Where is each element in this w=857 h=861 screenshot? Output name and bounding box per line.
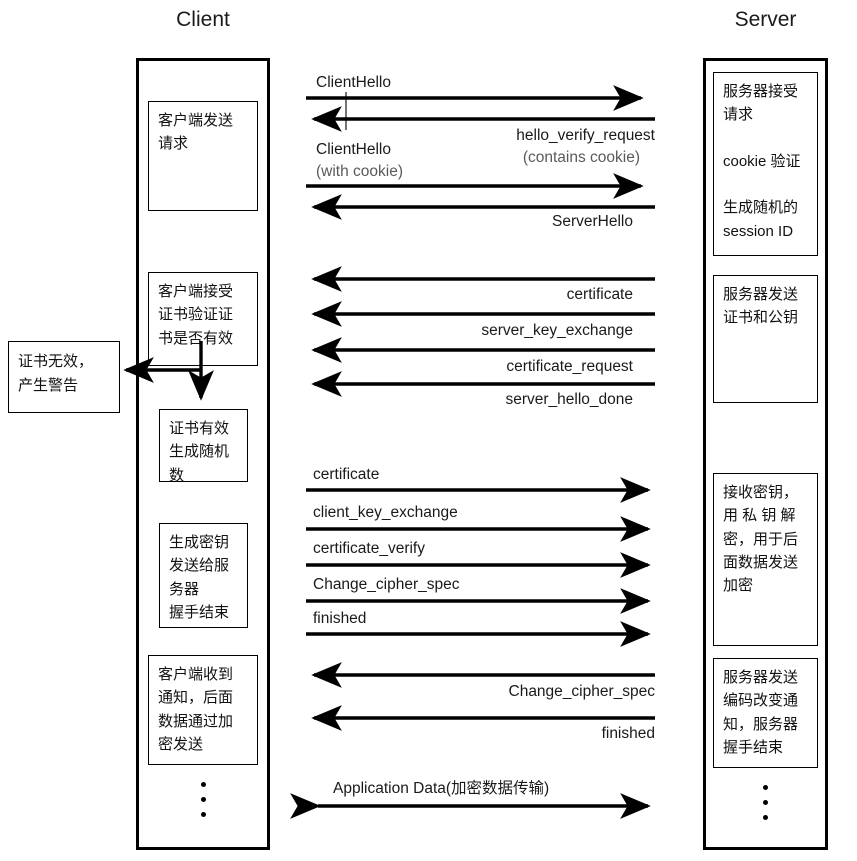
message-sublabel-contains-cookie: (contains cookie)	[522, 149, 640, 166]
message-label-serverhello: ServerHello	[552, 213, 633, 230]
message-label-server-hello-done: server_hello_done	[505, 391, 633, 408]
message-label-finished-c2s: finished	[313, 610, 367, 627]
message-label-finished-s2c: finished	[601, 725, 655, 742]
client-column-title: Client	[176, 8, 230, 31]
server-note-receive-key: 接收密钥， 用 私 钥 解 密，用于后 面数据发送 加密	[713, 473, 818, 646]
message-label-certificate-s2c: certificate	[566, 286, 633, 303]
message-label-clienthello-2: ClientHello	[316, 141, 391, 158]
message-label-certificate-c2s: certificate	[313, 466, 380, 483]
server-note-cipher-change: 服务器发送 编码改变通 知，服务器 握手结束	[713, 658, 818, 768]
message-label-certificate-request: certificate_request	[506, 358, 633, 375]
message-label-application-data: Application Data(加密数据传输)	[333, 780, 550, 797]
message-label-clienthello-1: ClientHello	[316, 74, 391, 91]
message-label-change-cipher-spec-c2s: Change_cipher_spec	[313, 576, 460, 593]
client-note-generate-key: 生成密钥 发送给服 务器 握手结束	[159, 523, 248, 628]
message-label-certificate-verify: certificate_verify	[313, 540, 425, 557]
message-sublabel-with-cookie: (with cookie)	[316, 163, 403, 180]
message-label-client-key-exchange: client_key_exchange	[313, 504, 458, 521]
message-label-hello-verify-request: hello_verify_request	[516, 127, 655, 144]
client-note-received-notice: 客户端收到 通知，后面 数据通过加 密发送	[148, 655, 258, 765]
message-label-change-cipher-spec-s2c: Change_cipher_spec	[508, 683, 656, 700]
server-note-accept-request: 服务器接受 请求 cookie 验证 生成随机的 session ID	[713, 72, 818, 256]
client-note-verify-certificate: 客户端接受 证书验证证 书是否有效	[148, 272, 258, 366]
client-note-certificate-valid: 证书有效 生成随机 数	[159, 409, 248, 484]
server-column-title: Server	[734, 8, 797, 31]
server-note-send-certificate: 服务器发送 证书和公钥	[713, 275, 818, 403]
server-continuation-dots	[713, 775, 818, 830]
client-continuation-dots	[148, 772, 258, 827]
message-label-server-key-exchange: server_key_exchange	[481, 322, 633, 339]
client-note-send-request: 客户端发送 请求	[148, 101, 258, 211]
certificate-invalid-alert-box: 证书无效， 产生警告	[8, 341, 120, 413]
